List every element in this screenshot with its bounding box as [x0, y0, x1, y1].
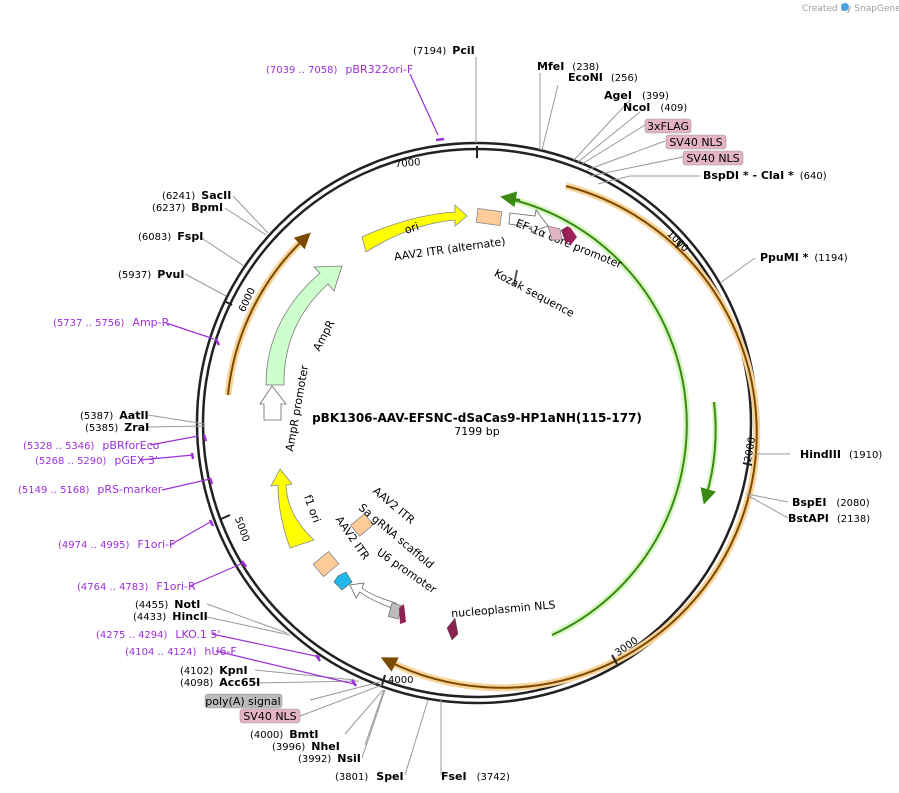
enzyme-BspEI[interactable]: BspEI(2080) [792, 496, 870, 509]
primer-F1ori-R[interactable]: (4764 .. 4783)F1ori-R [77, 580, 196, 593]
enzyme-NsiI[interactable]: (3992)NsiI [298, 752, 361, 765]
enzyme-BspDI-ClaI[interactable]: BspDI * - ClaI *(640) [703, 169, 827, 182]
enzyme-PvuI[interactable]: (5937)PvuI [118, 268, 184, 281]
feature-f1ori-label: f1 ori [301, 493, 323, 524]
feature-ori-arrow[interactable] [361, 204, 468, 253]
primer-pBRforEco[interactable]: (5328 .. 5346)pBRforEco [23, 439, 160, 452]
enzyme-NheI[interactable]: (3996)NheI [272, 740, 340, 753]
primer-F1ori-F[interactable]: (4974 .. 4995)F1ori-F [58, 538, 175, 551]
enzyme-BstAPI[interactable]: BstAPI(2138) [788, 512, 870, 525]
svg-text:SV40 NLS: SV40 NLS [243, 710, 296, 723]
enzyme-PpuMI[interactable]: PpuMI *(1194) [760, 251, 848, 264]
tick-label-7000: 7000 [395, 157, 421, 170]
tick-label-2000: 2000 [743, 436, 758, 463]
enzyme-BmtI[interactable]: (4000)BmtI [250, 728, 318, 741]
enzyme-BpmI[interactable]: (6237)BpmI [152, 201, 223, 214]
boxed-feature-sv40-nls-3[interactable]: SV40 NLS [239, 708, 301, 724]
plasmid-length: 7199 bp [454, 425, 499, 438]
enzyme-NcoI[interactable]: NcoI(409) [623, 101, 687, 114]
enzyme-SacII[interactable]: (6241)SacII [162, 189, 231, 202]
enzyme-AatII[interactable]: (5387)AatII [80, 409, 149, 422]
plasmid-name: pBK1306-AAV-EFSNC-dSaCas9-HP1aNH(115-177… [312, 411, 642, 425]
boxed-feature-3xFLAG[interactable]: 3xFLAG [644, 118, 692, 134]
feature-aav2-itr-box-1[interactable] [350, 513, 374, 537]
feature-u6-promoter-arrow[interactable] [349, 582, 397, 609]
boxed-feature-polyA-signal[interactable]: poly(A) signal [204, 693, 283, 709]
green-short-arc [700, 401, 717, 505]
feature-ori-label: ori [403, 220, 421, 237]
enzyme-ZraI[interactable]: (5385)ZraI [85, 421, 149, 434]
left-orange-arc [227, 232, 311, 396]
primer-marks [190, 137, 445, 687]
svg-text:3xFLAG: 3xFLAG [647, 120, 689, 133]
enzyme-SpeI[interactable]: (3801)SpeI [335, 770, 404, 783]
tick-label-4000: 4000 [388, 675, 413, 686]
feature-ampr-promoter-arrow[interactable] [259, 385, 287, 421]
feature-kozak-mark[interactable] [513, 269, 518, 286]
boxed-feature-sv40-nls-1[interactable]: SV40 NLS [665, 134, 727, 150]
enzyme-FseI[interactable]: FseI(3742) [441, 770, 510, 783]
primer-hU6-F[interactable]: (4104 .. 4124)hU6-F [125, 645, 237, 658]
feature-nucleoplasmin-nls-label: nucleoplasmin NLS [451, 598, 556, 620]
svg-text:poly(A) signal: poly(A) signal [205, 695, 280, 708]
credit-text: Created by SnapGene [802, 4, 899, 14]
enzyme-leader-lines [147, 57, 790, 776]
feature-ef1a-promoter-arrow[interactable] [508, 209, 549, 233]
feature-ampr-label: AmpR [310, 318, 337, 353]
primer-Amp-R[interactable]: (5737 .. 5756)Amp-R [53, 316, 170, 329]
feature-3xflag-mark[interactable] [547, 225, 563, 241]
enzyme-Acc65I[interactable]: (4098)Acc65I [180, 676, 260, 689]
feature-kozak-label: Kozak sequence [492, 267, 577, 320]
snapgene-logo-icon [841, 3, 849, 11]
primer-pRS-marker[interactable]: (5149 .. 5168)pRS-marker [18, 483, 163, 496]
primer-pGEX-3[interactable]: (5268 .. 5290)pGEX 3' [35, 454, 158, 467]
svg-text:SV40 NLS: SV40 NLS [686, 152, 739, 165]
enzyme-NotI[interactable]: (4455)NotI [135, 598, 200, 611]
primer-pBR322ori-F[interactable]: (7039 .. 7058)pBR322ori-F [266, 63, 413, 76]
feature-sv40-nls-mark-2[interactable] [566, 227, 577, 246]
feature-ampr-arrow[interactable] [265, 265, 343, 386]
enzyme-HincII[interactable]: (4433)HincII [133, 610, 208, 623]
feature-aav2-itr-alt[interactable] [475, 207, 503, 227]
feature-sv40-nls-mark-3[interactable] [399, 604, 406, 624]
backbone-tick-marks [220, 146, 753, 686]
enzyme-EcoNI[interactable]: EcoNI(256) [568, 71, 638, 84]
enzyme-HindIII[interactable]: HindIII(1910) [800, 448, 882, 461]
primer-LKO1-5[interactable]: (4275 .. 4294)LKO.1 5' [96, 628, 220, 641]
cas9-arc-halo [386, 182, 761, 692]
green-arc-arrowhead [500, 191, 521, 208]
svg-text:SV40 NLS: SV40 NLS [669, 136, 722, 149]
feature-aav2-itr-box-2[interactable] [312, 550, 340, 578]
cas9-arc [380, 185, 758, 689]
enzyme-AgeI[interactable]: AgeI(399) [604, 89, 669, 102]
tick-label-5000: 5000 [232, 516, 251, 544]
feature-f1ori-arrow[interactable] [270, 468, 315, 549]
enzyme-PciI[interactable]: (7194)PciI [413, 44, 475, 57]
boxed-feature-sv40-nls-2[interactable]: SV40 NLS [682, 150, 744, 166]
enzyme-MfeI[interactable]: MfeI(238) [537, 60, 599, 73]
enzyme-FspI[interactable]: (6083)FspI [138, 230, 203, 243]
feature-aav2-itr-alt-label: AAV2 ITR (alternate) [393, 235, 506, 264]
primer-leader-lines [139, 73, 439, 685]
feature-ampr-promoter-label: AmpR promoter [283, 364, 311, 453]
feature-sa-grna-mark[interactable] [333, 571, 353, 591]
enzyme-KpnI[interactable]: (4102)KpnI [180, 664, 248, 677]
feature-nucleoplasmin-nls-mark[interactable] [446, 617, 459, 641]
green-arc [509, 198, 688, 636]
